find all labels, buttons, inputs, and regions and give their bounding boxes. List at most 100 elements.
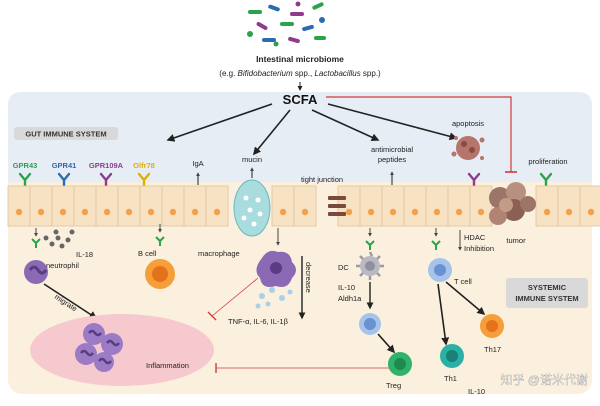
systemic-label-line2: IMMUNE SYSTEM [515,294,578,303]
epithelial-nucleus [455,208,463,216]
gut-immune-label: GUT IMMUNE SYSTEM [25,130,106,139]
epithelial-cell [359,185,383,227]
receptor-gpr41: GPR41 [52,161,77,170]
microbiome-title: Intestinal microbiome [256,54,344,64]
microbiome-subtitle: (e.g. Bifidobacterium spp., Lactobacillu… [219,69,381,78]
epithelial-nucleus [15,208,23,216]
lumen-region [8,92,592,182]
epithelial-cell [447,185,471,227]
epithelial-cell [29,185,53,227]
receptor-icons [18,172,553,188]
epithelial-cell [73,185,97,227]
epithelial-nucleus [169,208,177,216]
tumor-label: tumor [506,236,526,245]
epithelial-cell [469,185,493,227]
epithelial-cell [95,185,119,227]
epithelial-nucleus [37,208,45,216]
epithelial-nucleus [147,208,155,216]
il18-particles [43,229,75,249]
epithelial-cell [117,185,141,227]
epithelial-nucleus [125,208,133,216]
epithelial-cell [271,185,295,227]
epithelial-nucleus [301,208,309,216]
tight-junction-label: tight junction [301,175,343,184]
epithelial-cell [293,185,317,227]
scfa-to-mucin-arrow [252,109,291,156]
epithelial-nucleus [543,208,551,216]
amp-label-line2: peptides [378,155,407,164]
epithelial-cell [381,185,405,227]
epithelium [7,185,600,227]
gut-immune-badge [14,127,118,140]
dendritic-cell [356,251,384,280]
apoptosis-label: apoptosis [452,119,484,128]
epithelial-nucleus [433,208,441,216]
epithelial-nucleus [279,208,287,216]
cytokine-particles [255,287,293,309]
receptor-gpr43: GPR43 [13,161,38,170]
epithelial-nucleus [367,208,375,216]
mucin-granules [241,195,263,227]
b-cell-label: B cell [138,249,157,258]
inhibition-label: Inhibition [464,244,494,253]
epithelial-nucleus [103,208,111,216]
proliferation-label: proliferation [528,157,567,166]
scfa-to-apoptosis-arrow [327,103,458,141]
decrease-label: decrease [304,262,313,293]
goblet-cell [233,179,271,237]
amp-label-line1: antimicrobial [371,145,413,154]
mucin-label: mucin [242,155,262,164]
epithelial-cell [579,185,600,227]
dc-il10-label: IL-10 [338,283,355,292]
receptor-olfr78: Olfr78 [133,161,155,170]
dc-label: DC [338,263,349,272]
epithelial-cell [7,185,31,227]
aldh1a-label: Aldh1a [338,294,362,303]
neutrophil-label: neutrophil [46,261,79,270]
receptor-gpr109a: GPR109A [89,161,124,170]
microbiome-icons [247,1,326,47]
il18-label: IL-18 [76,250,93,259]
watermark: 知乎 @诺米代谢 [500,372,588,387]
macrophage-label: macrophage [198,249,240,258]
epithelial-nucleus [213,208,221,216]
inflammation-zone [30,314,214,386]
epithelial-nucleus [587,208,595,216]
hdac-label: HDAC [464,233,486,242]
neutrophil-cell [24,260,48,284]
t-cell-label: T cell [454,277,472,286]
apoptotic-cell-icon [451,136,485,160]
epithelial-nucleus [565,208,573,216]
cytokines-label: TNF-α, IL-6, IL-1β [228,317,289,326]
treg-label: Treg [386,381,401,390]
epithelial-nucleus [191,208,199,216]
th1-label: Th1 [444,374,457,383]
scfa-inhibit-tumor-line [326,96,512,172]
scfa-label: SCFA [283,92,318,107]
tumor-icon [489,182,536,225]
epithelial-nucleus [81,208,89,216]
inflammation-label: Inflammation [146,361,189,370]
epithelial-cell [183,185,207,227]
neutrophil-cluster [75,323,123,372]
systemic-immune-badge [506,278,588,308]
epithelial-cell [535,185,559,227]
epithelial-cell [161,185,185,227]
th17-label: Th17 [484,345,501,354]
epithelial-cell [425,185,449,227]
scfa-to-amp-arrow [311,109,380,141]
epithelial-nucleus [345,208,353,216]
th1-il10-label: IL-10 [468,387,485,396]
epithelial-nucleus [477,208,485,216]
iga-label: IgA [192,159,203,168]
epithelial-cell [403,185,427,227]
epithelial-cell [557,185,581,227]
epithelial-cell [51,185,75,227]
scfa-to-gut-arrow [166,103,273,142]
epithelial-nucleus [389,208,397,216]
systemic-label-line1: SYSTEMIC [528,283,567,292]
epithelial-cell [205,185,229,227]
epithelial-cell [139,185,163,227]
